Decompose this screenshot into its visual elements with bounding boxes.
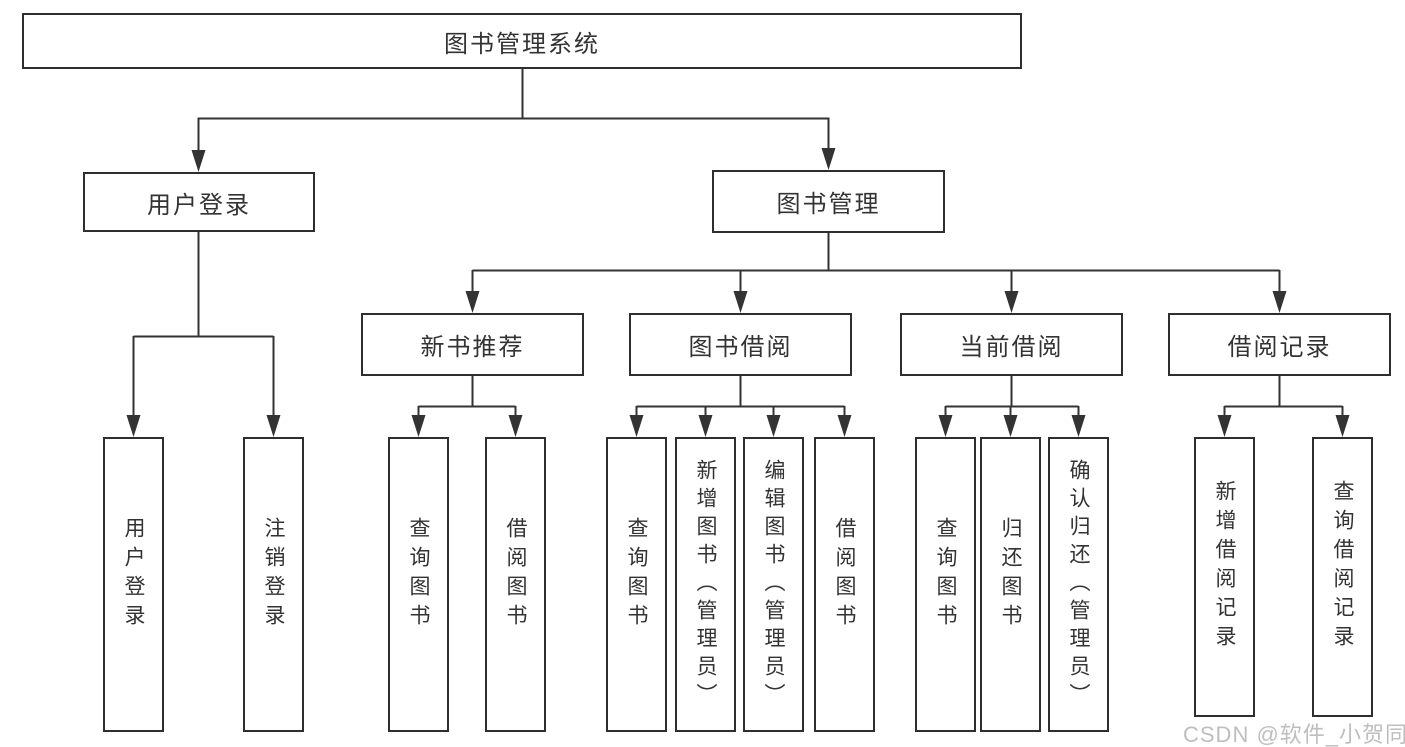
node-label: 查询图书	[934, 516, 957, 633]
node-label: 查询借阅记录	[1331, 480, 1354, 654]
leaf-query-books-borrow: 查询图书	[606, 437, 667, 732]
node-label: 新增借阅记录	[1213, 480, 1236, 654]
node-book-borrow: 图书借阅	[629, 313, 852, 376]
node-label: 新增图书（管理员）	[694, 458, 717, 711]
node-new-book-recommend: 新书推荐	[361, 313, 584, 376]
node-label: 图书借阅	[688, 334, 793, 361]
leaf-query-books-recommend: 查询图书	[388, 437, 449, 732]
arrowhead-triangles	[126, 148, 1350, 437]
leaf-query-books-current: 查询图书	[915, 437, 976, 732]
leaf-return-books: 归还图书	[980, 437, 1041, 732]
node-label: 图书管理	[776, 191, 881, 218]
node-label: 确认归还（管理员）	[1067, 458, 1090, 711]
node-label: 借阅图书	[833, 516, 856, 633]
connector-lines	[132, 69, 1344, 417]
node-book-management-module: 图书管理	[712, 170, 945, 233]
leaf-query-borrow-record: 查询借阅记录	[1312, 437, 1373, 717]
leaf-borrow-books: 借阅图书	[814, 437, 875, 732]
node-user-login-module: 用户登录	[83, 172, 315, 232]
leaf-add-borrow-record: 新增借阅记录	[1194, 437, 1255, 717]
node-label: 查询图书	[407, 516, 430, 633]
leaf-user-login: 用户登录	[103, 437, 164, 732]
node-label: 用户登录	[147, 191, 251, 219]
node-label: 查询图书	[625, 516, 648, 633]
node-current-borrow: 当前借阅	[900, 313, 1123, 376]
node-label: 借阅图书	[504, 516, 527, 633]
node-root-system: 图书管理系统	[22, 13, 1022, 69]
node-label: 注销登录	[262, 516, 285, 633]
node-borrow-records: 借阅记录	[1168, 313, 1391, 376]
leaf-add-books-admin: 新增图书（管理员）	[675, 437, 736, 732]
leaf-edit-books-admin: 编辑图书（管理员）	[743, 437, 804, 732]
csdn-watermark: CSDN @软件_小贺同学	[1183, 722, 1405, 747]
node-label: 图书管理系统	[444, 30, 600, 58]
leaf-confirm-return-admin: 确认归还（管理员）	[1048, 437, 1109, 732]
leaf-logout: 注销登录	[243, 437, 304, 732]
node-label: 用户登录	[122, 516, 145, 633]
leaf-borrow-books-recommend: 借阅图书	[485, 437, 546, 732]
node-label: 当前借阅	[959, 334, 1064, 361]
node-label: 新书推荐	[420, 334, 525, 361]
node-label: 编辑图书（管理员）	[762, 458, 785, 711]
node-label: 借阅记录	[1227, 334, 1332, 361]
node-label: 归还图书	[999, 516, 1022, 633]
